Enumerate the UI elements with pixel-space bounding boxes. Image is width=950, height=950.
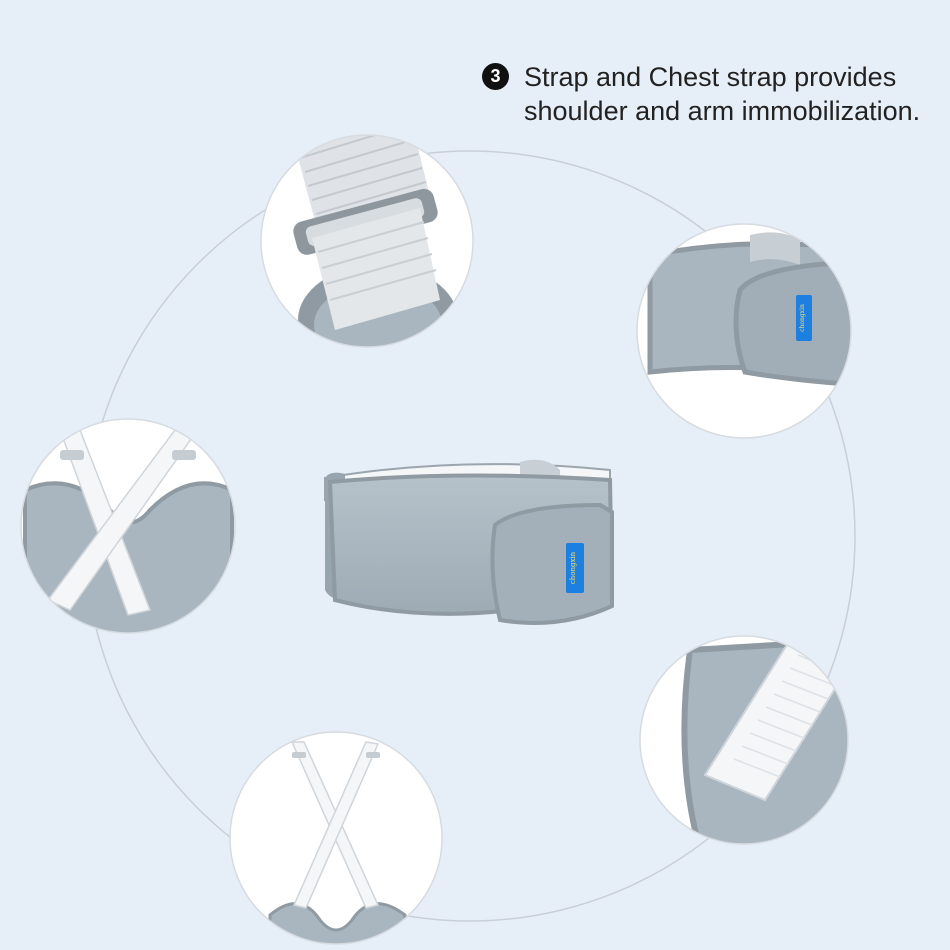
svg-text:chongxin: chongxin [569, 551, 577, 584]
strap-junction-detail [20, 418, 236, 634]
shoulder-buckle-detail [260, 134, 474, 348]
brand-tag: chongxin [566, 543, 584, 593]
feature-caption: 3 Strap and Chest strap provides shoulde… [482, 60, 932, 128]
svg-text:chongxin: chongxin [799, 304, 806, 332]
elastic-strap-detail [639, 635, 849, 845]
step-number-badge: 3 [482, 63, 509, 90]
caption-text: Strap and Chest strap provides shoulder … [524, 62, 921, 126]
chest-belt: chongxin [324, 459, 615, 625]
velcro-closure-detail: chongxin [636, 223, 852, 439]
crossed-straps-detail [229, 731, 443, 945]
